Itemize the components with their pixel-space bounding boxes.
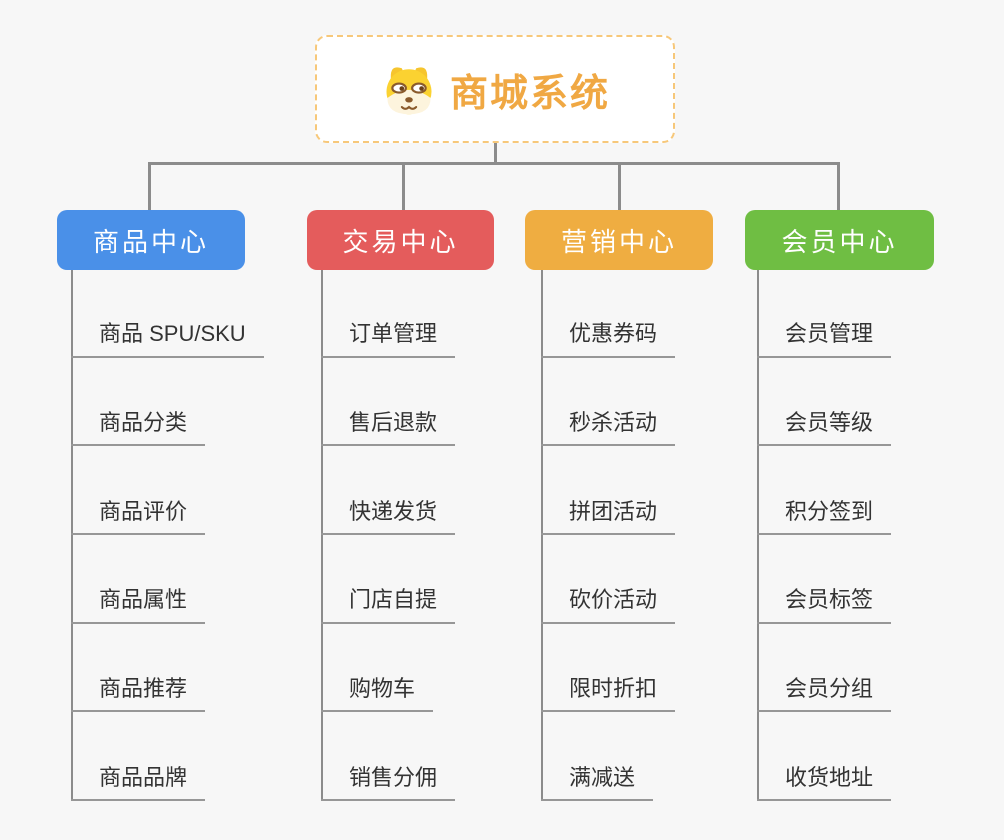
child-node[interactable]: 限时折扣	[541, 676, 676, 713]
child-node[interactable]: 拼团活动	[541, 499, 676, 536]
child-node[interactable]: 会员管理	[757, 321, 892, 358]
trunk-line	[541, 270, 543, 801]
branch-member-center[interactable]: 会员中心	[745, 210, 934, 270]
child-node[interactable]: 优惠券码	[541, 321, 676, 358]
child-item: 会员分组	[757, 624, 892, 713]
child-node[interactable]: 门店自提	[321, 587, 456, 624]
child-node[interactable]: 快递发货	[321, 499, 456, 536]
branch-product-center[interactable]: 商品中心	[57, 210, 245, 270]
child-node[interactable]: 会员标签	[757, 587, 892, 624]
child-node[interactable]: 订单管理	[321, 321, 456, 358]
trunk-line	[757, 270, 759, 801]
child-item: 订单管理	[321, 269, 456, 358]
child-node[interactable]: 商品评价	[71, 499, 206, 536]
child-node[interactable]: 售后退款	[321, 410, 456, 447]
child-node[interactable]: 商品分类	[71, 410, 206, 447]
child-item: 满减送	[541, 712, 675, 802]
child-item: 商品推荐	[71, 624, 264, 713]
child-item: 商品品牌	[71, 712, 264, 802]
child-item: 商品分类	[71, 358, 264, 447]
child-item: 会员管理	[757, 269, 892, 358]
child-node[interactable]: 积分签到	[757, 499, 892, 536]
trunk-line	[321, 270, 323, 801]
branch-drop-line	[837, 164, 840, 211]
child-item: 商品 SPU/SKU	[71, 269, 264, 358]
child-item: 收货地址	[757, 712, 892, 802]
branch-marketing-center[interactable]: 营销中心	[525, 210, 713, 270]
child-node[interactable]: 秒杀活动	[541, 410, 676, 447]
child-node[interactable]: 会员等级	[757, 410, 892, 447]
trunk-line	[71, 270, 73, 801]
bus-connector-line	[148, 162, 840, 165]
root-connector-line	[494, 143, 497, 164]
child-item: 商品评价	[71, 446, 264, 536]
child-node[interactable]: 满减送	[541, 765, 654, 802]
child-node[interactable]: 收货地址	[757, 765, 892, 802]
branch-trade-children: 订单管理 售后退款 快递发货 门店自提 购物车 销售分佣	[321, 269, 456, 802]
child-node[interactable]: 购物车	[321, 676, 434, 713]
branch-drop-line	[148, 164, 151, 211]
child-item: 门店自提	[321, 535, 456, 624]
root-node[interactable]: 商城系统	[315, 35, 675, 143]
child-item: 砍价活动	[541, 535, 676, 624]
child-node[interactable]: 砍价活动	[541, 587, 676, 624]
child-item: 会员标签	[757, 535, 892, 624]
child-node[interactable]: 会员分组	[757, 676, 892, 713]
child-node[interactable]: 销售分佣	[321, 765, 456, 802]
child-item: 秒杀活动	[541, 358, 676, 447]
branch-marketing-children: 优惠券码 秒杀活动 拼团活动 砍价活动 限时折扣 满减送	[541, 269, 676, 802]
branch-drop-line	[618, 164, 621, 211]
child-node[interactable]: 商品品牌	[71, 765, 206, 802]
child-item: 销售分佣	[321, 712, 456, 802]
child-item: 售后退款	[321, 358, 456, 447]
child-item: 购物车	[321, 624, 455, 713]
child-node[interactable]: 商品属性	[71, 587, 206, 624]
branch-member-children: 会员管理 会员等级 积分签到 会员标签 会员分组 收货地址	[757, 269, 892, 802]
child-node[interactable]: 商品推荐	[71, 676, 206, 713]
root-title: 商城系统	[449, 72, 610, 115]
child-item: 快递发货	[321, 446, 456, 536]
child-item: 积分签到	[757, 446, 892, 536]
child-item: 拼团活动	[541, 446, 676, 536]
branch-product-children: 商品 SPU/SKU 商品分类 商品评价 商品属性 商品推荐 商品品牌	[71, 269, 264, 802]
child-item: 限时折扣	[541, 624, 676, 713]
child-item: 商品属性	[71, 535, 264, 624]
dog-logo-icon	[386, 67, 432, 115]
branch-drop-line	[402, 164, 405, 211]
child-node[interactable]: 商品 SPU/SKU	[71, 321, 264, 358]
branch-trade-center[interactable]: 交易中心	[307, 210, 494, 270]
child-item: 会员等级	[757, 358, 892, 447]
child-item: 优惠券码	[541, 269, 676, 358]
